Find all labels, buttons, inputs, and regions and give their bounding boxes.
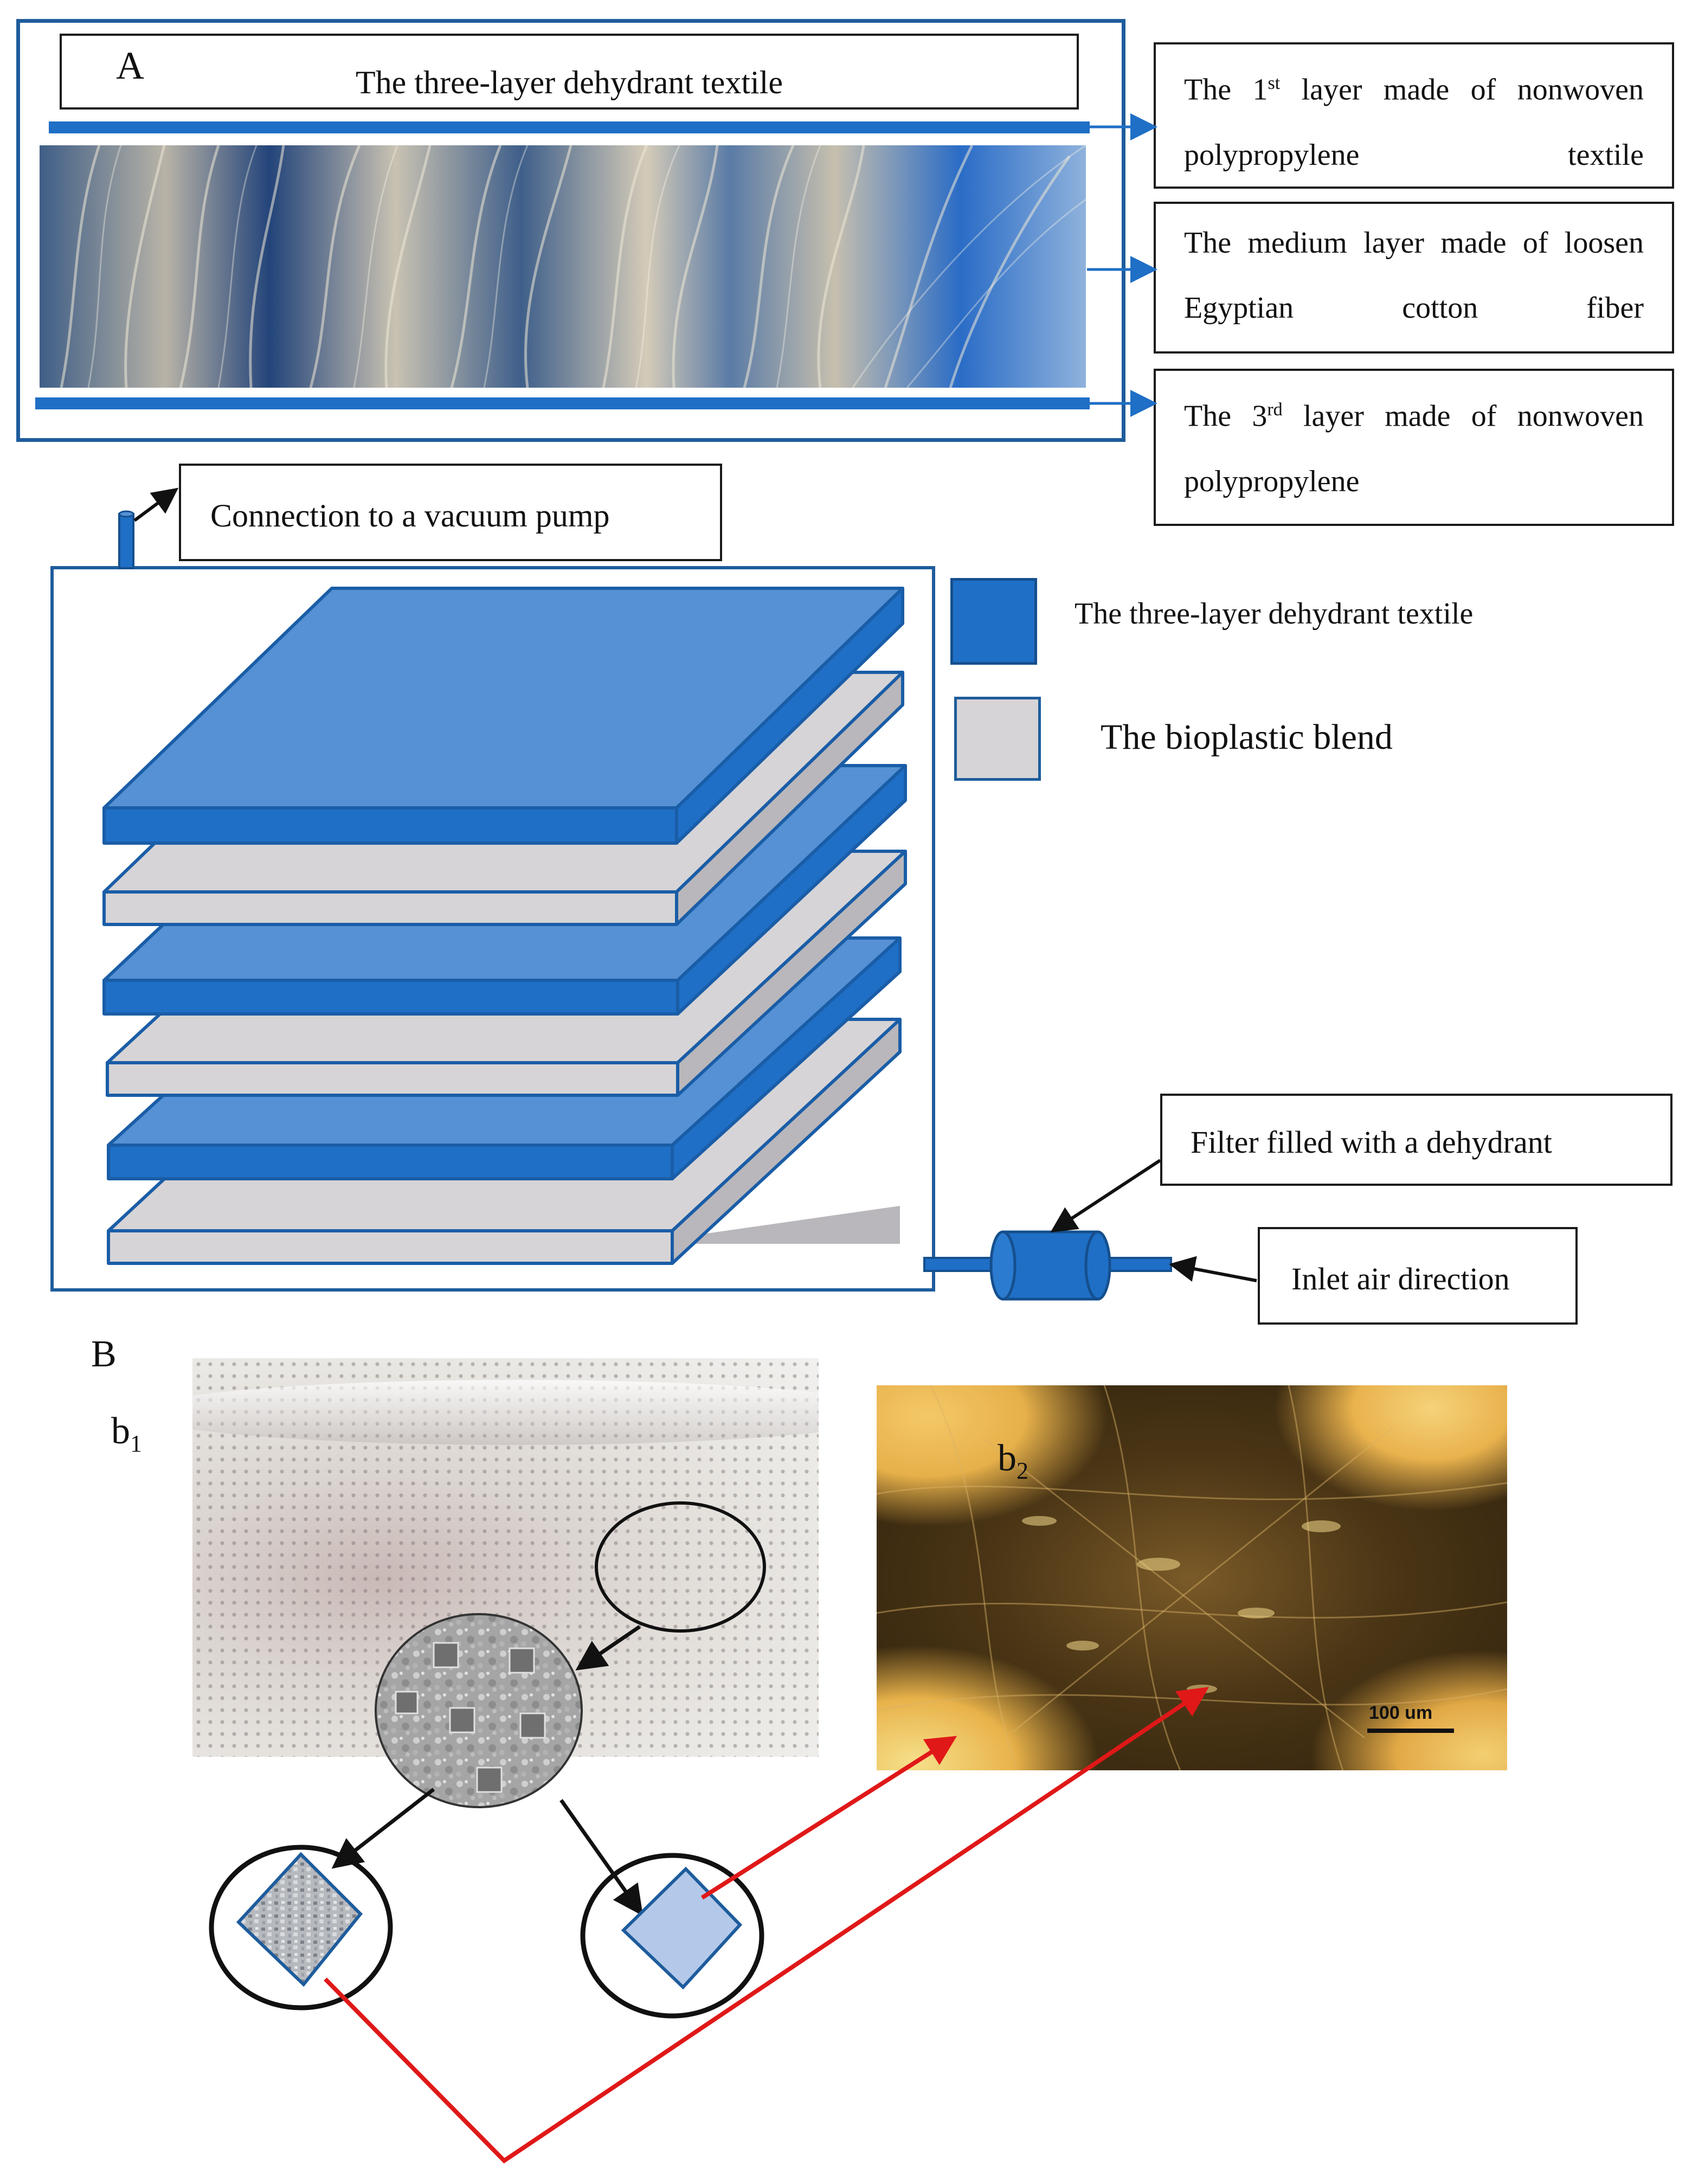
scale-bar-label: 100 um xyxy=(1369,1703,1433,1723)
plate-stack xyxy=(102,587,907,1265)
red-arrow-right-circle xyxy=(700,1736,957,1900)
vacuum-chamber xyxy=(50,566,935,1292)
panel-b-letter: B xyxy=(91,1333,117,1375)
panel-a-letter: A xyxy=(116,44,144,87)
panel-a-title-box: A The three-layer dehydrant textile xyxy=(60,34,1079,110)
vacuum-pump-label-box: Connection to a vacuum pump xyxy=(179,464,722,561)
legend-textile-label: The three-layer dehydrant textile xyxy=(1075,597,1474,631)
filter-pointer xyxy=(1050,1159,1161,1232)
textured-fiber-square xyxy=(236,1852,363,1987)
sem-to-left-arrow xyxy=(331,1788,435,1869)
legend-textile-swatch xyxy=(950,578,1037,665)
sem-to-right-arrow xyxy=(559,1798,644,1916)
filter-label: Filter filled with a dehydrant xyxy=(1191,1125,1552,1160)
legend-bioplastic-label: The bioplastic blend xyxy=(1101,717,1393,757)
zoom-arrow xyxy=(575,1625,641,1671)
filter-label-box: Filter filled with a dehydrant xyxy=(1160,1094,1672,1186)
third-layer-line xyxy=(35,397,1090,409)
sem-image xyxy=(376,1614,582,1807)
outlet-pipe xyxy=(923,1257,1001,1272)
vacuum-pump-label: Connection to a vacuum pump xyxy=(210,498,610,534)
vacuum-pointer xyxy=(133,487,179,522)
b1-label: b1 xyxy=(111,1410,142,1457)
third-layer-callout: The 3rd layer made of nonwoven polypropy… xyxy=(1154,369,1674,526)
first-layer-line xyxy=(49,121,1090,133)
left-detail-circle xyxy=(209,1845,393,2010)
fabric-zoom-circle xyxy=(595,1501,766,1633)
cotton-fiber-photo xyxy=(40,145,1086,388)
inlet-pointer xyxy=(1169,1256,1257,1282)
first-layer-callout: The 1st layer made of nonwoven polypropy… xyxy=(1154,42,1674,189)
inlet-pipe xyxy=(1099,1257,1172,1272)
dehydrant-filter xyxy=(989,1230,1111,1301)
cotton-fiber-strands xyxy=(60,145,1086,388)
panel-a-frame xyxy=(16,19,1125,442)
smooth-square xyxy=(621,1866,743,1990)
panel-a-title: The three-layer dehydrant textile xyxy=(356,65,783,100)
scale-bar xyxy=(1367,1729,1454,1733)
legend-bioplastic-swatch xyxy=(954,697,1041,781)
red-arrow-left-circle xyxy=(324,1687,1209,2164)
inlet-label-box: Inlet air direction xyxy=(1258,1227,1578,1325)
right-detail-circle xyxy=(580,1853,764,2019)
b2-label: b2 xyxy=(998,1437,1028,1484)
inlet-label: Inlet air direction xyxy=(1291,1261,1510,1296)
medium-layer-callout: The medium layer made of loosen Egyptian… xyxy=(1154,202,1674,354)
